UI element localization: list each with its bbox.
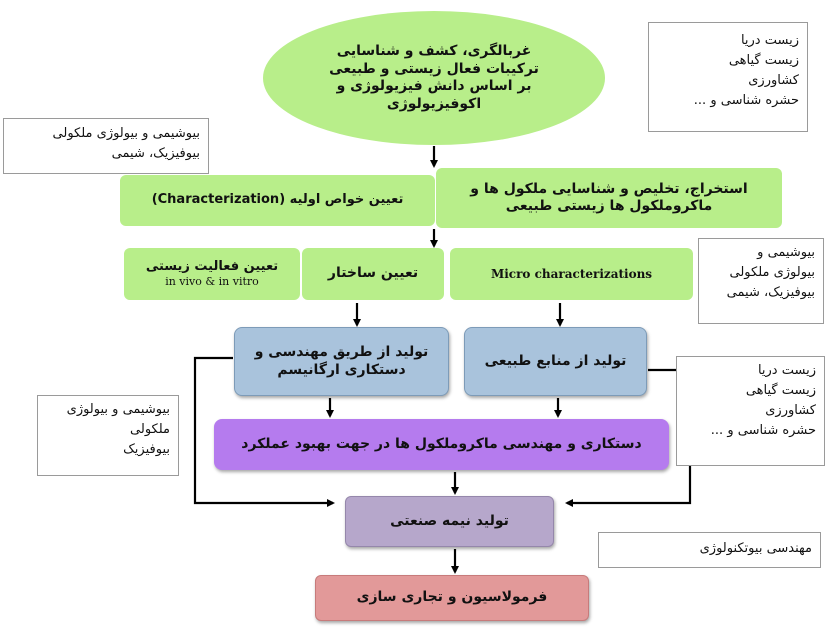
extraction-box: استخراج، تخلیص و شناسایی ملکول ها و ماکر… (436, 168, 782, 228)
note-lower-right-line-3: کشاورزی (765, 403, 816, 419)
semi-industrial-label: تولید نیمه صنعتی (390, 512, 509, 529)
note-mid-right: بیوشیمی و بیولوژی ملکولی بیوفیزیک، شیمی (698, 238, 824, 324)
note-top-left-line-1: بیوشیمی و بیولوژی ملکولی (52, 126, 200, 141)
note-lower-left-line-1: بیوشیمی و بیولوژی (66, 402, 170, 417)
bioactivity-box: تعیین فعالیت زیستی in vivo & in vitro (124, 248, 300, 300)
engineering-box: دستکاری و مهندسی ماکروملکول ها در جهت به… (214, 419, 669, 470)
screening-line-2: ترکیبات فعال زیستی و طبیعی (329, 60, 539, 77)
note-top-right-line-1: زیست دریا (740, 33, 799, 48)
engineering-label: دستکاری و مهندسی ماکروملکول ها در جهت به… (241, 435, 642, 452)
natural-production-label: تولید از منابع طبیعی (484, 352, 627, 369)
natural-production-box: تولید از منابع طبیعی (464, 327, 647, 396)
arrow-engineered-bypass (193, 356, 335, 507)
screening-line-1: غربالگری، کشف و شناسایی (336, 43, 532, 59)
note-top-left: بیوشیمی و بیولوژی ملکولی بیوفیزیک، شیمی (3, 118, 209, 174)
bioactivity-sublabel: in vivo & in vitro (165, 275, 259, 289)
extraction-line-1: استخراج، تخلیص و شناسایی ملکول ها و (470, 180, 748, 197)
note-lower-right-line-4: حشره شناسی و ... (710, 423, 816, 439)
note-bottom-right: مهندسی بیوتکنولوژی (598, 532, 821, 568)
extraction-line-2: ماکروملکول ها زیستی طبیعی (505, 198, 713, 214)
engineered-production-line-2: دستکاری ارگانیسم (277, 361, 406, 378)
screening-line-4: اکوفیزیولوژی (386, 95, 482, 112)
note-mid-right-line-1: بیوشیمی و (757, 245, 815, 260)
screening-line-3: بر اساس دانش فیزیولوژی و (336, 78, 532, 94)
note-top-right-line-2: زیست گیاهی (728, 53, 799, 69)
engineered-production-line-1: تولید از طریق مهندسی و (254, 344, 429, 360)
note-lower-right: زیست دریا زیست گیاهی کشاورزی حشره شناسی … (676, 356, 825, 466)
note-top-right-line-4: حشره شناسی و ... (693, 93, 799, 109)
micro-characterizations-box: Micro characterizations (450, 248, 693, 300)
note-top-right-line-3: کشاورزی (748, 73, 799, 89)
note-mid-right-line-2: بیولوژی ملکولی (729, 265, 815, 281)
note-lower-left-line-3: بیوفیزیک (123, 442, 170, 458)
structure-label: تعیین ساختار (327, 265, 419, 282)
note-mid-right-line-3: بیوفیزیک، شیمی (726, 285, 815, 301)
formulation-label: فرمولاسیون و تجاری سازی (356, 589, 548, 606)
note-lower-right-line-1: زیست دریا (757, 363, 816, 378)
note-lower-left-line-2: ملکولی (130, 422, 170, 438)
characterization-label: تعیین خواص اولیه (Characterization) (151, 192, 404, 208)
engineered-production-box: تولید از طریق مهندسی و دستکاری ارگانیسم (234, 327, 449, 396)
note-lower-right-line-2: زیست گیاهی (745, 383, 816, 399)
screening-ellipse: غربالگری، کشف و شناسایی ترکیبات فعال زیس… (263, 11, 605, 145)
formulation-box: فرمولاسیون و تجاری سازی (315, 575, 589, 621)
bioactivity-label: تعیین فعالیت زیستی (145, 259, 279, 274)
note-top-left-line-2: بیوفیزیک، شیمی (111, 146, 200, 162)
note-lower-left: بیوشیمی و بیولوژی ملکولی بیوفیزیک (37, 395, 179, 476)
characterization-box: تعیین خواص اولیه (Characterization) (120, 175, 435, 226)
note-bottom-right-line-1: مهندسی بیوتکنولوژی (699, 541, 812, 556)
semi-industrial-box: تولید نیمه صنعتی (345, 496, 554, 547)
structure-box: تعیین ساختار (302, 248, 444, 300)
micro-characterizations-label: Micro characterizations (490, 266, 653, 281)
note-top-right: زیست دریا زیست گیاهی کشاورزی حشره شناسی … (648, 22, 808, 132)
